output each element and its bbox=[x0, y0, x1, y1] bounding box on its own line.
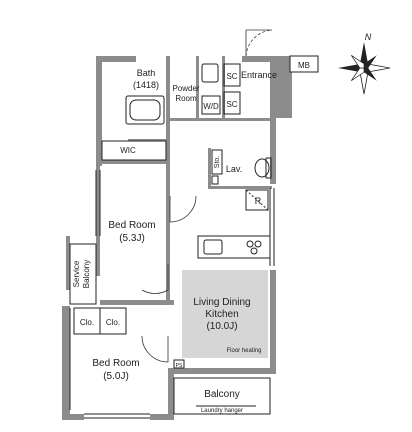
r-label: R bbox=[255, 196, 262, 206]
clo-label-1: Clo. bbox=[80, 318, 94, 327]
bed2-size-label: (5.0J) bbox=[103, 371, 129, 382]
balcony: Balcony Laundry hanger bbox=[173, 377, 271, 415]
lav-label: Lav. bbox=[226, 164, 242, 174]
mb-box bbox=[289, 55, 319, 73]
wd-label: W/D bbox=[203, 102, 219, 111]
service-label: Service bbox=[72, 260, 81, 287]
wic-area bbox=[101, 140, 167, 161]
balcony-label: Balcony bbox=[204, 389, 240, 400]
bed-room-1: Bed Room (5.3J) bbox=[108, 195, 197, 294]
compass-rose: N bbox=[338, 32, 391, 95]
bath-size-label: (1418) bbox=[133, 80, 159, 90]
bath-room: Bath (1418) bbox=[125, 68, 165, 125]
windows bbox=[69, 170, 275, 419]
entrance-door-swing[interactable] bbox=[245, 29, 273, 57]
refrigerator: R bbox=[245, 189, 269, 211]
bath-label: Bath bbox=[137, 68, 156, 78]
entrance-label: Entrance bbox=[241, 70, 277, 80]
powder-room-label: Room bbox=[175, 94, 197, 103]
lavatory: Sto. Lav. bbox=[211, 149, 272, 185]
bed1-label: Bed Room bbox=[108, 220, 155, 231]
living-size-label: (10.0J) bbox=[206, 321, 237, 332]
powder-label: Powder bbox=[172, 84, 199, 93]
wic-label: WIC bbox=[120, 146, 136, 155]
mb-label: MB bbox=[298, 61, 310, 70]
interior-walls bbox=[100, 56, 272, 305]
ps-label: PS bbox=[176, 363, 183, 369]
floor-heating-label: Floor heating bbox=[226, 348, 261, 354]
kitchen-counter bbox=[197, 235, 271, 259]
living-label: Living Dining bbox=[193, 297, 250, 308]
floor-heating-area bbox=[182, 270, 268, 358]
bed1-size-label: (5.3J) bbox=[119, 233, 145, 244]
laundry-hanger-label: Laundry hanger bbox=[201, 408, 243, 414]
kitchen-label: Kitchen bbox=[205, 309, 238, 320]
clo-label-2: Clo. bbox=[106, 318, 120, 327]
service-balcony-label: Balcony bbox=[82, 260, 91, 288]
bed2-label: Bed Room bbox=[92, 358, 139, 369]
powder-room: Powder Room W/D bbox=[172, 63, 221, 115]
sc-label-1: SC bbox=[226, 72, 237, 81]
sc-label-2: SC bbox=[226, 100, 237, 109]
bed-room-2: Bed Room (5.0J) bbox=[92, 335, 169, 382]
exterior-walls bbox=[62, 56, 292, 420]
closets: Clo. Clo. bbox=[73, 307, 127, 335]
compass-north-label: N bbox=[365, 32, 372, 42]
sto-label: Sto. bbox=[214, 156, 221, 169]
shoe-cupboards: SC SC bbox=[223, 63, 241, 115]
ps-box bbox=[173, 359, 185, 369]
service-balcony: Service Balcony bbox=[69, 243, 97, 305]
